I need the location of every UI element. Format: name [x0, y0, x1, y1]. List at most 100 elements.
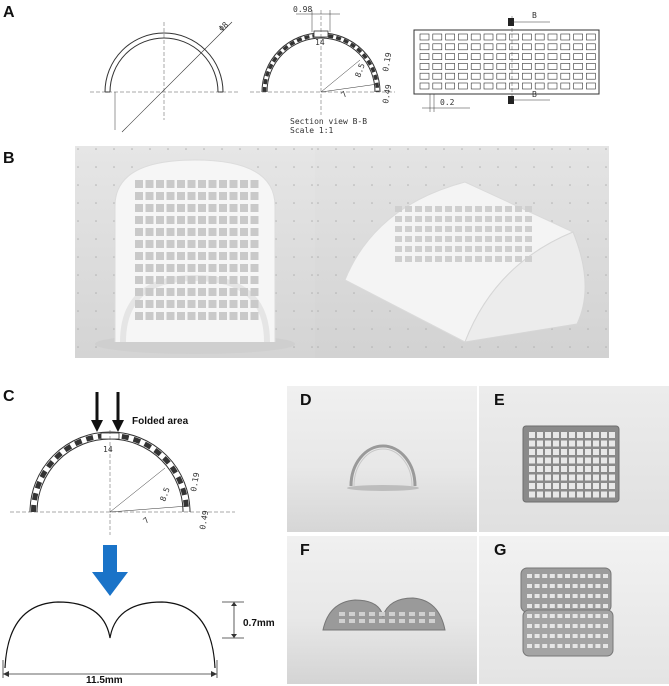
render-photo-angled — [315, 146, 609, 358]
hole — [198, 240, 206, 248]
hole — [522, 43, 532, 51]
hole — [395, 206, 402, 212]
hole — [219, 228, 227, 236]
panel-label-g: G — [494, 542, 507, 559]
render-front-holes — [135, 180, 259, 320]
hole — [542, 584, 548, 588]
hole — [527, 594, 532, 598]
hole — [593, 474, 599, 481]
hole — [250, 216, 259, 224]
hole — [445, 63, 455, 70]
hole — [177, 312, 185, 320]
hole — [208, 312, 217, 320]
hole — [240, 276, 248, 284]
hole — [522, 53, 532, 60]
hole — [593, 440, 599, 447]
hole — [553, 491, 559, 498]
hole — [475, 236, 482, 242]
hole — [135, 240, 143, 248]
hole — [399, 612, 405, 616]
hole — [553, 440, 559, 447]
hole — [527, 644, 532, 648]
c-r85-label: 8.5 — [158, 486, 171, 503]
hole — [135, 312, 143, 320]
hole — [485, 206, 492, 212]
panel-a-semicircle-drawing: Φ8 — [90, 20, 240, 133]
hole — [465, 236, 472, 242]
hole — [547, 53, 558, 60]
hole — [522, 63, 532, 70]
hole — [409, 619, 415, 623]
hole — [593, 457, 599, 464]
hole — [561, 449, 567, 455]
hole — [369, 612, 375, 616]
hole — [522, 72, 532, 80]
section-view-label: Section view B-B — [290, 117, 367, 126]
hole — [208, 204, 217, 212]
hole — [515, 236, 522, 242]
height-label: 0.7mm — [243, 618, 275, 629]
hole — [485, 236, 492, 242]
hole — [537, 483, 543, 489]
hole — [470, 63, 481, 70]
hole — [537, 432, 543, 438]
c-r049-label: 0.49 — [198, 510, 210, 531]
hole — [565, 614, 570, 618]
hole — [534, 72, 545, 80]
hole — [603, 594, 608, 598]
hole — [250, 192, 259, 200]
hole — [542, 574, 548, 578]
hole — [145, 204, 154, 212]
hole — [573, 72, 583, 80]
hole — [601, 483, 607, 489]
hole — [145, 228, 154, 236]
hole — [229, 288, 238, 296]
hole — [577, 440, 583, 447]
hole — [595, 604, 601, 608]
hole — [527, 574, 532, 578]
hole — [240, 216, 248, 224]
hole — [166, 204, 175, 212]
hole — [560, 33, 571, 41]
section-marker-bottom: B — [532, 90, 537, 99]
hole — [525, 216, 532, 222]
hole — [495, 256, 502, 262]
hole — [557, 624, 563, 628]
hole — [565, 644, 570, 648]
hole — [166, 312, 175, 320]
hole — [399, 619, 405, 623]
hole — [455, 246, 462, 252]
hole — [573, 43, 583, 51]
hole — [580, 594, 586, 598]
hole — [156, 312, 164, 320]
hole — [465, 256, 472, 262]
hole — [603, 614, 608, 618]
hole — [609, 466, 615, 472]
hole — [553, 483, 559, 489]
hole — [219, 180, 227, 188]
hole — [198, 264, 206, 272]
hole — [240, 312, 248, 320]
hole — [496, 43, 507, 51]
hole — [534, 634, 540, 638]
hole — [565, 584, 570, 588]
hole — [585, 491, 591, 498]
hole — [198, 252, 206, 260]
c-angle7-label: 7 — [142, 515, 152, 525]
hole — [229, 276, 238, 284]
hole — [229, 204, 238, 212]
hole — [177, 264, 185, 272]
hole — [545, 466, 551, 472]
hole — [534, 604, 540, 608]
hole — [537, 474, 543, 481]
hole — [522, 82, 532, 90]
hole — [534, 614, 540, 618]
hole — [475, 256, 482, 262]
hole — [560, 72, 571, 80]
hole — [395, 226, 402, 232]
hole — [229, 312, 238, 320]
hole — [545, 474, 551, 481]
hole — [187, 180, 196, 188]
hole — [229, 228, 238, 236]
hole — [250, 228, 259, 236]
